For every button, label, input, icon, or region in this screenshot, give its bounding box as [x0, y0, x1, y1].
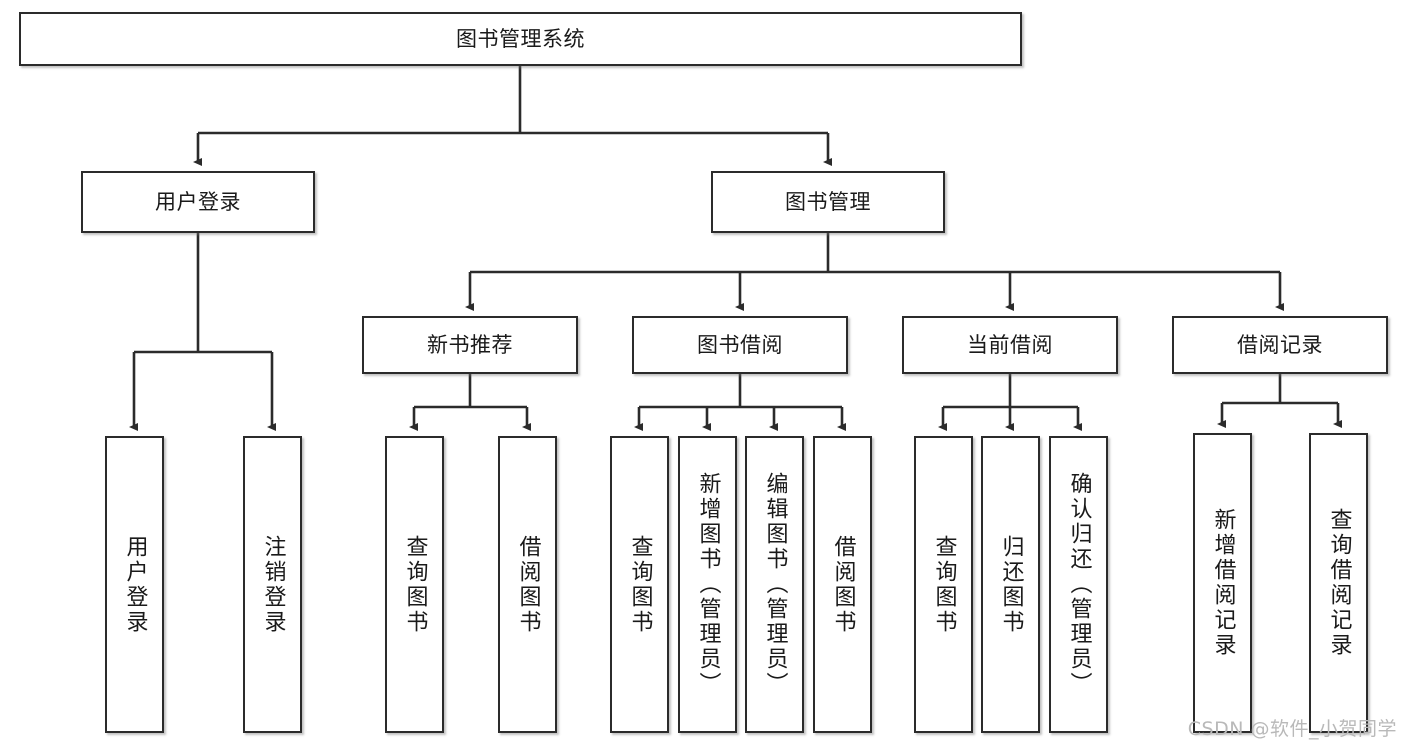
node-leaf-current-confirm-return[interactable]: 确认归还（管理员）	[1049, 436, 1108, 733]
node-leaf-new-book-borrow-label: 借阅图书	[515, 534, 541, 635]
node-leaf-borrow-edit-book[interactable]: 编辑图书（管理员）	[745, 436, 804, 733]
node-book-manage[interactable]: 图书管理	[711, 171, 945, 233]
node-leaf-borrow-book[interactable]: 借阅图书	[813, 436, 872, 733]
watermark-text: CSDN @软件_小贺同学	[1187, 718, 1397, 740]
node-new-book-recommend[interactable]: 新书推荐	[362, 316, 578, 374]
node-leaf-record-add-label: 新增借阅记录	[1210, 508, 1236, 658]
node-leaf-new-book-borrow[interactable]: 借阅图书	[498, 436, 557, 733]
node-leaf-user-login-1-label: 用户登录	[122, 534, 148, 635]
node-leaf-user-login-1[interactable]: 用户登录	[105, 436, 164, 733]
node-current-borrow-label: 当前借阅	[967, 332, 1053, 357]
node-root-label: 图书管理系统	[456, 26, 585, 51]
node-leaf-new-book-query-label: 查询图书	[402, 534, 428, 635]
node-leaf-borrow-add-book[interactable]: 新增图书（管理员）	[678, 436, 737, 733]
node-leaf-record-query-label: 查询借阅记录	[1326, 508, 1352, 658]
node-borrow-record-label: 借阅记录	[1237, 332, 1323, 357]
node-leaf-user-logout[interactable]: 注销登录	[243, 436, 302, 733]
node-leaf-record-query[interactable]: 查询借阅记录	[1309, 433, 1368, 733]
node-book-manage-label: 图书管理	[785, 189, 871, 214]
node-leaf-current-return-label: 归还图书	[998, 534, 1024, 635]
node-leaf-borrow-book-label: 借阅图书	[830, 534, 856, 635]
node-current-borrow[interactable]: 当前借阅	[902, 316, 1118, 374]
node-book-borrow-label: 图书借阅	[697, 332, 783, 357]
node-leaf-borrow-query-label: 查询图书	[627, 534, 653, 635]
node-root[interactable]: 图书管理系统	[19, 12, 1022, 66]
node-leaf-borrow-query[interactable]: 查询图书	[610, 436, 669, 733]
node-leaf-record-add[interactable]: 新增借阅记录	[1193, 433, 1252, 733]
node-leaf-current-confirm-return-label: 确认归还（管理员）	[1066, 472, 1092, 697]
node-leaf-borrow-edit-book-label: 编辑图书（管理员）	[762, 472, 788, 697]
node-leaf-user-logout-label: 注销登录	[260, 534, 286, 635]
node-leaf-current-query[interactable]: 查询图书	[914, 436, 973, 733]
node-leaf-borrow-add-book-label: 新增图书（管理员）	[695, 472, 721, 697]
node-borrow-record[interactable]: 借阅记录	[1172, 316, 1388, 374]
node-leaf-new-book-query[interactable]: 查询图书	[385, 436, 444, 733]
node-user-login[interactable]: 用户登录	[81, 171, 315, 233]
node-book-borrow[interactable]: 图书借阅	[632, 316, 848, 374]
node-new-book-recommend-label: 新书推荐	[427, 332, 513, 357]
node-leaf-current-return[interactable]: 归还图书	[981, 436, 1040, 733]
node-user-login-label: 用户登录	[155, 189, 241, 214]
node-leaf-current-query-label: 查询图书	[931, 534, 957, 635]
